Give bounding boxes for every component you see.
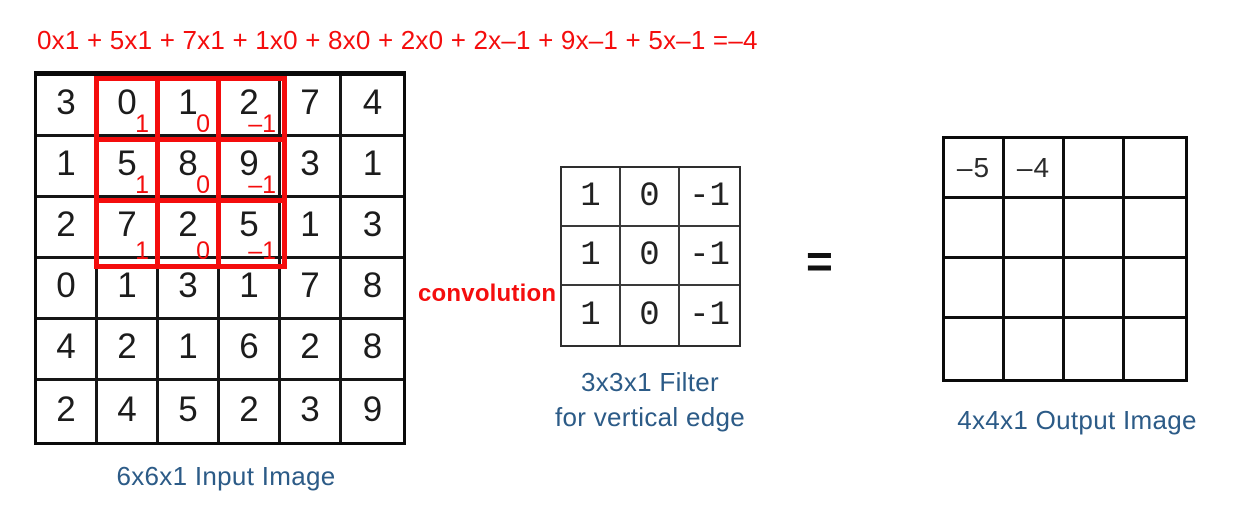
filter-cell: 1 [562, 227, 621, 286]
output-cell: –4 [1005, 139, 1065, 199]
output-cell [1005, 259, 1065, 319]
filter-cell: 1 [562, 286, 621, 345]
input-cell: 8 [342, 320, 403, 381]
input-cell: 5 [220, 198, 281, 259]
filter-cell: 0 [621, 168, 680, 227]
input-cell: 3 [159, 259, 220, 320]
input-cell: 5 [98, 137, 159, 198]
output-cell [1005, 199, 1065, 259]
input-cell: 2 [37, 381, 98, 442]
filter-cell: 0 [621, 286, 680, 345]
input-cell: 1 [220, 259, 281, 320]
input-cell: 9 [362, 389, 383, 429]
input-cell: 3 [342, 198, 403, 259]
convolution-label: convolution [418, 280, 557, 307]
output-cell [1125, 199, 1185, 259]
output-cell [945, 199, 1005, 259]
filter-cell: -1 [689, 296, 730, 335]
input-cell: 0 [98, 76, 159, 137]
output-cell [1065, 259, 1125, 319]
output-cell [945, 319, 1005, 379]
equals-sign: = [806, 235, 833, 287]
input-cell: 1 [342, 137, 403, 198]
filter-cell: -1 [680, 227, 739, 286]
input-cell: 1 [159, 76, 220, 137]
output-cell [1005, 319, 1065, 379]
input-cell: 4 [37, 320, 98, 381]
input-cell: 6 [220, 320, 281, 381]
input-cell: 0 [37, 259, 98, 320]
input-cell: 2 [220, 381, 281, 442]
input-cell: 7 [281, 76, 342, 137]
output-cell: –5 [945, 139, 1005, 199]
input-cell: 2 [159, 198, 220, 259]
input-cell: 7 [98, 198, 159, 259]
output-cell [1125, 139, 1185, 199]
input-cell: 2 [281, 320, 342, 381]
filter-matrix-label-line1: 3x3x1 Filter [581, 367, 719, 397]
input-cell: 1 [98, 259, 159, 320]
input-cell: 5 [159, 381, 220, 442]
input-cell: 9 [220, 137, 281, 198]
input-cell: 8 [159, 137, 220, 198]
output-cell [945, 259, 1005, 319]
convolution-formula: 0x1 + 5x1 + 7x1 + 1x0 + 8x0 + 2x0 + 2x–1… [37, 25, 758, 55]
input-cell: 1 [37, 137, 98, 198]
input-cell: 3 [37, 76, 98, 137]
output-matrix-label: 4x4x1 Output Image [957, 405, 1197, 435]
output-matrix: –5–4 [942, 136, 1188, 382]
input-cell: 3 [281, 137, 342, 198]
output-cell [1065, 319, 1125, 379]
filter-cell: -1 [680, 168, 739, 227]
output-cell [1065, 139, 1125, 199]
filter-cell: 1 [562, 168, 621, 227]
input-cell: 2 [220, 76, 281, 137]
filter-matrix-label-line2: for vertical edge [554, 402, 746, 432]
input-cell: 8 [342, 259, 403, 320]
output-cell [1125, 319, 1185, 379]
input-matrix-label: 6x6x1 Input Image [116, 461, 336, 491]
input-cell: 1 [281, 198, 342, 259]
filter-cell: 0 [621, 227, 680, 286]
input-cell: 2 [98, 320, 159, 381]
output-cell [1065, 199, 1125, 259]
input-cell: 2 [37, 198, 98, 259]
output-cell [1125, 259, 1185, 319]
input-cell: 7 [281, 259, 342, 320]
input-cell: 3 [281, 381, 342, 442]
input-cell: 1 [159, 320, 220, 381]
input-cell: 4 [342, 76, 403, 137]
input-cell: 4 [98, 381, 159, 442]
